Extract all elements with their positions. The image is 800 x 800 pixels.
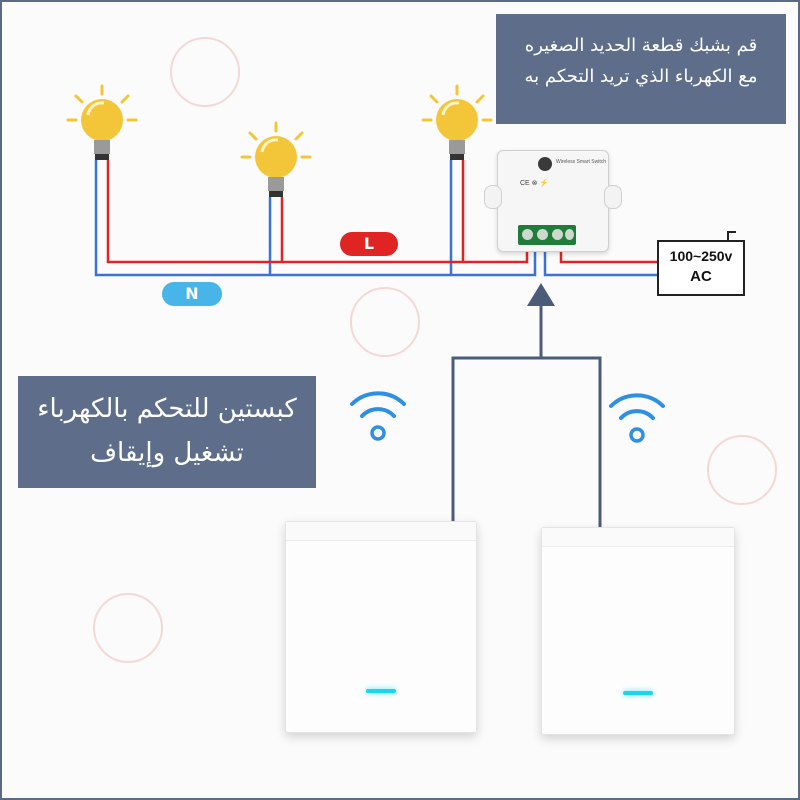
switch-indicator-led bbox=[366, 689, 396, 693]
wireless-wall-switch-right[interactable] bbox=[541, 527, 735, 735]
light-bulb-icon-2 bbox=[240, 121, 312, 197]
wireless-wall-switch-left[interactable] bbox=[285, 521, 477, 733]
switch-top-band bbox=[286, 522, 476, 541]
module-mount-ear-left bbox=[484, 185, 502, 209]
callout-left-line2: تشغيل وإيقاف bbox=[90, 438, 244, 468]
live-wire-tag: L bbox=[340, 232, 398, 256]
signal-path bbox=[451, 300, 602, 527]
module-brand-label: Wireless Smart Switch bbox=[556, 159, 607, 165]
neutral-wires bbox=[94, 160, 537, 277]
ac-power-source: 100~250v AC bbox=[657, 240, 745, 296]
ac-voltage-label: 100~250v bbox=[669, 248, 733, 264]
instruction-callout-left: كبستين للتحكم بالكهرباء تشغيل وإيقاف bbox=[18, 376, 316, 488]
switch-indicator-led bbox=[623, 691, 653, 695]
instruction-callout-top: قم بشبك قطعة الحديد الصغيره مع الكهرباء … bbox=[496, 14, 786, 124]
neutral-wire-tag: N bbox=[162, 282, 222, 306]
module-mount-ear-right bbox=[604, 185, 622, 209]
plug-icon bbox=[727, 231, 736, 240]
wifi-signal-icon-right bbox=[609, 393, 665, 443]
module-cert-marks: CE ⊗ ⚡ bbox=[520, 180, 549, 187]
module-terminal-block bbox=[518, 225, 576, 245]
signal-arrow-icon bbox=[527, 283, 555, 306]
light-bulb-icon-3 bbox=[421, 84, 493, 160]
smart-switch-module: Wireless Smart Switch CE ⊗ ⚡ bbox=[484, 150, 622, 252]
callout-left-line1: كبستين للتحكم بالكهرباء bbox=[37, 394, 297, 424]
callout-top-line2: مع الكهرباء الذي تريد التحكم به bbox=[524, 66, 758, 87]
switch-top-band bbox=[542, 528, 734, 547]
light-bulb-icon-1 bbox=[66, 84, 138, 160]
ac-type-label: AC bbox=[690, 268, 712, 285]
module-pair-button bbox=[538, 157, 552, 171]
callout-top-line1: قم بشبك قطعة الحديد الصغيره bbox=[524, 35, 758, 56]
wifi-signal-icon-left bbox=[350, 391, 406, 441]
